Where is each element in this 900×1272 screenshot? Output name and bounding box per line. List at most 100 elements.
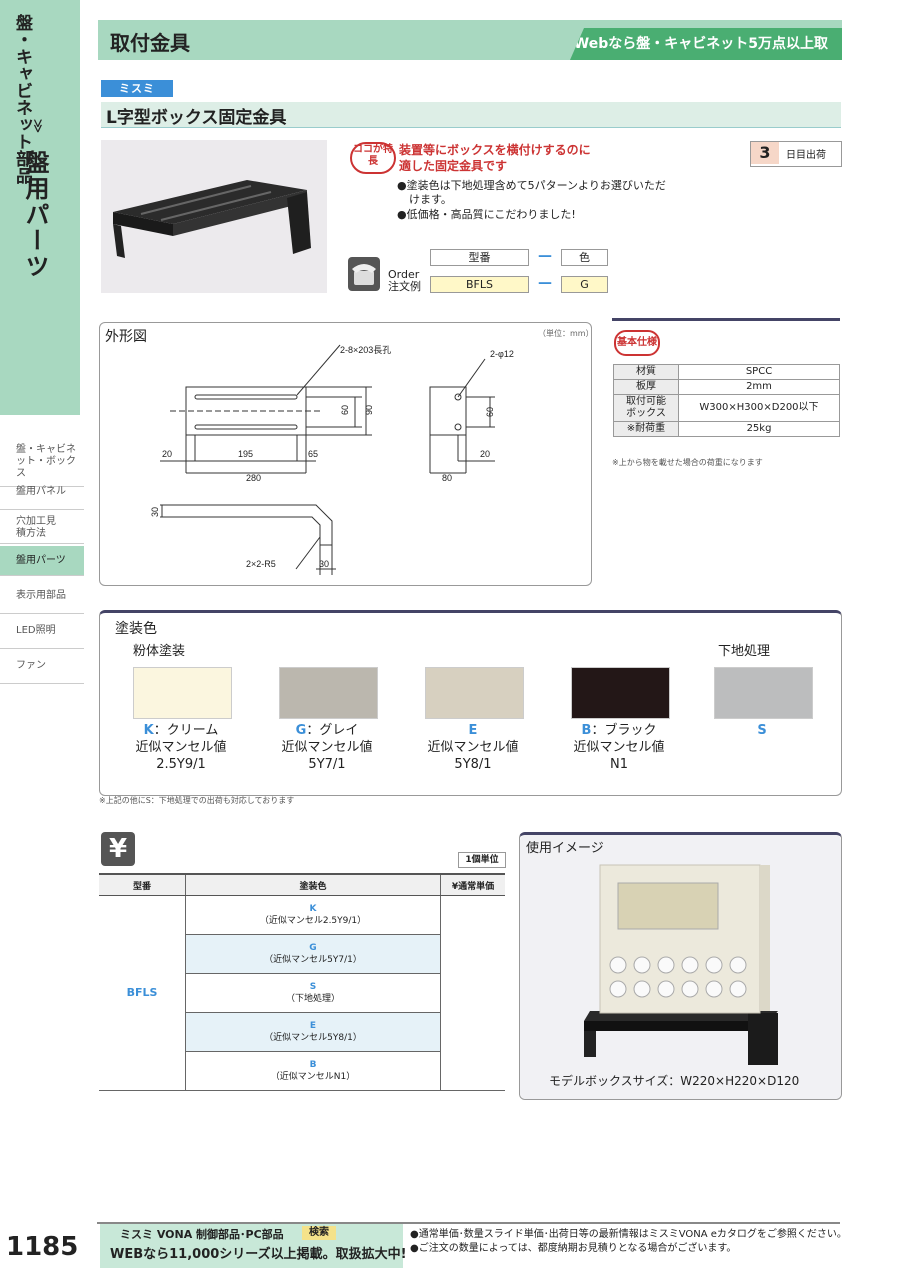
page-title: 取付金具 (110, 31, 190, 55)
swatch-munsell-value: N1 (610, 757, 628, 772)
sidebar-section-title: 盤用パーツ (21, 150, 49, 280)
feature-badge: ココが特長 (350, 142, 396, 174)
sidebar-link-display[interactable]: 表示用部品 (0, 586, 84, 614)
swatch-label: ：ブラック (591, 723, 657, 738)
spec-key-text: 取付可能ボックス (626, 396, 666, 419)
color-code: G (309, 943, 317, 953)
spec-badge: 基本仕様 (614, 330, 660, 356)
color-desc: （近似マンセル5Y7/1） (264, 955, 362, 965)
spec-key: ※耐荷重 (613, 421, 679, 437)
unit-badge: 1個単位 (458, 852, 506, 868)
color-desc: （近似マンセル2.5Y9/1） (259, 916, 367, 926)
swatch-code: S (757, 723, 767, 738)
feature-bullet: ●低価格・高品質にこだわりました! (397, 208, 576, 221)
sidebar-category: 盤・キャビネット部品 (12, 14, 32, 184)
sidebar-link-label: LED照明 (16, 625, 56, 636)
spec-row: 取付可能ボックス W300×H300×D200以下 (613, 394, 840, 422)
sidebar-link-panel-parts[interactable]: 盤用パーツ (0, 546, 84, 576)
swatch-name: K：クリーム (106, 722, 256, 739)
swatch-label: ：クリーム (153, 723, 219, 738)
dim-slot-label: 2-8×203長孔 (340, 345, 391, 355)
model-cell: BFLS (99, 895, 186, 1091)
dim-label: 2×2-R5 (246, 559, 276, 569)
usage-caption: モデルボックスサイズ：W220×H220×D120 (549, 1074, 800, 1088)
sidebar-link-panel[interactable]: 盤用パネル (0, 482, 84, 510)
spec-key: 板厚 (613, 379, 679, 395)
price-cell (440, 895, 505, 1091)
color-swatch (133, 667, 232, 719)
color-desc: （近似マンセル5Y8/1） (264, 1033, 362, 1043)
product-title: L字型ボックス固定金具 (106, 108, 287, 128)
sidebar-link-label: 穴加工見積方法 (16, 516, 56, 539)
color-code: S (309, 982, 317, 992)
drawing-title: 外形図 (105, 329, 147, 345)
swatch-label: ：グレイ (306, 723, 359, 738)
color-swatch (425, 667, 524, 719)
table-row: G （近似マンセル5Y7/1） (99, 934, 505, 974)
feature-headline-line: 適した固定金具です (399, 159, 508, 173)
color-cell: G （近似マンセル5Y7/1） (185, 934, 441, 974)
dim-label: 80 (442, 473, 452, 483)
order-dash: — (538, 275, 552, 291)
swatch-munsell-label: 近似マンセル値 (427, 740, 519, 755)
order-col-value-color: G (561, 276, 608, 293)
sidebar-link-holes[interactable]: 穴加工見積方法 (0, 512, 84, 544)
brand-badge: ミスミ (101, 80, 173, 97)
sidebar-link-label: ファン (16, 660, 46, 671)
spec-key: 材質 (613, 364, 679, 380)
dim-label: 65 (308, 449, 318, 459)
swatch-code: K (143, 723, 154, 738)
usage-title: 使用イメージ (526, 841, 604, 856)
footer (97, 1222, 840, 1272)
swatch-code: G (295, 723, 307, 738)
order-col-value-model: BFLS (430, 276, 529, 293)
order-col-header-color: 色 (561, 249, 608, 266)
color-swatch (571, 667, 670, 719)
usage-photo (520, 835, 841, 1099)
sidebar-link-label: 表示用部品 (16, 590, 66, 601)
swatch-munsell-value: 2.5Y9/1 (156, 757, 206, 772)
color-swatch (714, 667, 813, 719)
swatch-caption: S (687, 722, 837, 739)
chevron-icon: ≫ (29, 118, 46, 134)
sidebar-link-led[interactable]: LED照明 (0, 621, 84, 649)
swatch-code: B (581, 723, 592, 738)
color-code: E (309, 1021, 317, 1031)
table-row: S（下地処理） (99, 973, 505, 1013)
sidebar-link-label: 盤用パーツ (16, 555, 66, 566)
paint-note: ※上記の他にS：下地処理での出荷も対応しております (99, 796, 295, 805)
color-cell: K （近似マンセル2.5Y9/1） (185, 895, 441, 935)
product-photo (101, 140, 327, 293)
order-example-label: Order 注文例 (388, 269, 421, 293)
spec-value: W300×H300×D200以下 (678, 394, 840, 422)
dim-label: 90 (364, 405, 374, 415)
col-header-color: 塗装色 (185, 873, 441, 896)
color-cell: E （近似マンセル5Y8/1） (185, 1012, 441, 1052)
sidebar-link-fan[interactable]: ファン (0, 656, 84, 684)
table-row: E （近似マンセル5Y8/1） (99, 1012, 505, 1052)
sidebar-header (0, 0, 80, 415)
search-button[interactable]: 検索 (302, 1226, 336, 1240)
dim-label: 30 (319, 559, 329, 569)
color-cell: B（近似マンセルN1） (185, 1051, 441, 1091)
color-code: K (309, 904, 317, 914)
sidebar-link-cabinet[interactable]: 盤・キャビネット・ボックス (0, 440, 84, 487)
dim-label: 60 (485, 407, 495, 417)
order-dash: — (538, 248, 552, 264)
phone-icon (348, 257, 380, 291)
swatch-munsell-value: 5Y7/1 (308, 757, 346, 772)
footer-note: ●通常単価･数量スライド単価･出荷日等の最新情報はミスミVONA eカタログをご… (410, 1229, 847, 1240)
dim-label: 195 (238, 449, 253, 459)
feature-bullet-cont: けます。 (409, 193, 452, 206)
drawing-unit: （単位：mm） (538, 329, 594, 338)
spec-value: 2mm (678, 379, 840, 395)
paint-title: 塗装色 (115, 621, 157, 637)
swatch-name: E (398, 722, 548, 739)
